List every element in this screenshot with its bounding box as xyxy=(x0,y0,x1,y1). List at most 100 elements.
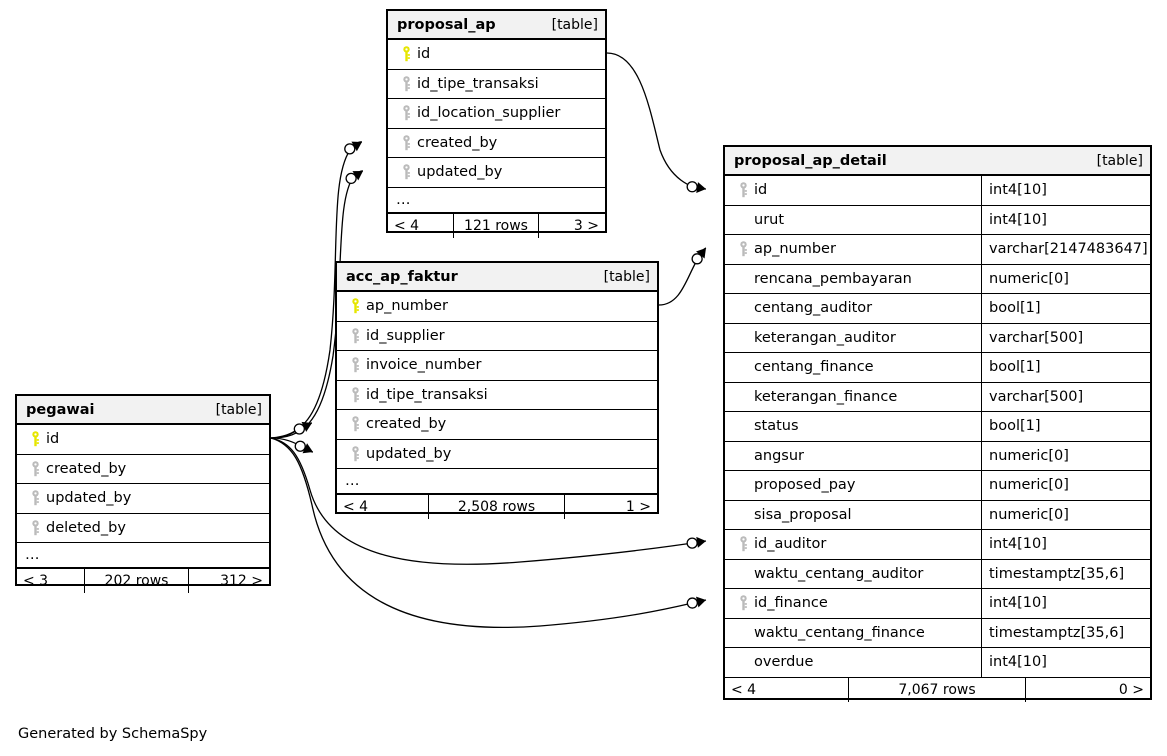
column-name-cell: ap_number xyxy=(337,292,448,321)
column-row[interactable]: updated_by xyxy=(388,158,605,188)
primary-key-icon xyxy=(25,431,45,447)
column-name-cell: rencana_pembayaran xyxy=(725,264,982,293)
column-row[interactable]: waktu_centang_finance timestamptz[35,6] xyxy=(725,618,1150,648)
column-name: id_supplier xyxy=(366,327,445,344)
column-row[interactable]: created_by xyxy=(388,129,605,158)
column-name: centang_auditor xyxy=(754,300,873,317)
column-row[interactable]: updated_by xyxy=(337,440,657,469)
column-name: status xyxy=(754,418,799,435)
column-row[interactable]: id_tipe_transaksi xyxy=(337,381,657,410)
column-type: timestamptz[35,6] xyxy=(989,565,1125,582)
table-kind-label: [table] xyxy=(603,268,650,285)
foreign-key-icon xyxy=(25,460,45,477)
column-row[interactable]: id xyxy=(17,425,269,455)
column-row[interactable]: created_by xyxy=(17,455,269,484)
optional-cardinality-marker xyxy=(344,143,356,155)
foreign-key-icon xyxy=(733,241,753,257)
many-cardinality-marker xyxy=(696,596,706,608)
column-row[interactable]: updated_by xyxy=(17,484,269,514)
column-row[interactable]: centang_auditor bool[1] xyxy=(725,294,1150,324)
column-name-cell: waktu_centang_auditor xyxy=(725,559,982,588)
column-type: numeric[0] xyxy=(989,506,1069,523)
foreign-key-icon xyxy=(396,164,416,180)
table-title: proposal_ap_detail xyxy=(734,152,887,169)
column-row[interactable]: deleted_by xyxy=(17,514,269,543)
children-count[interactable]: 312 > xyxy=(220,573,263,589)
column-name: id_tipe_transaksi xyxy=(366,386,488,403)
more-columns-indicator: … xyxy=(388,188,605,214)
many-cardinality-marker xyxy=(696,182,706,193)
column-row[interactable]: id_location_supplier xyxy=(388,99,605,129)
column-name: rencana_pembayaran xyxy=(754,270,912,287)
column-name: waktu_centang_finance xyxy=(754,624,925,641)
column-row[interactable]: ap_number xyxy=(337,292,657,322)
foreign-key-icon xyxy=(733,595,753,611)
column-row[interactable]: waktu_centang_auditor timestamptz[35,6] xyxy=(725,559,1150,589)
column-row[interactable]: invoice_number xyxy=(337,351,657,381)
foreign-key-icon xyxy=(345,445,365,462)
edge-path xyxy=(270,422,313,439)
table-header-pegawai: pegawai[table] xyxy=(17,396,269,425)
children-count[interactable]: 1 > xyxy=(625,499,651,515)
table-header-acc_ap_faktur: acc_ap_faktur[table] xyxy=(337,263,657,292)
column-name-cell: created_by xyxy=(388,129,497,158)
optional-cardinality-marker xyxy=(686,181,698,193)
column-type: bool[1] xyxy=(989,300,1041,317)
column-name: id xyxy=(417,46,431,63)
column-name: ap_number xyxy=(754,241,836,258)
parents-count[interactable]: < 4 xyxy=(337,495,429,519)
column-row[interactable]: id_supplier xyxy=(337,322,657,351)
row-count: 121 rows xyxy=(454,213,539,238)
column-name: urut xyxy=(754,211,785,228)
column-type: timestamptz[35,6] xyxy=(989,624,1125,641)
parents-count[interactable]: < 4 xyxy=(388,213,454,238)
column-row[interactable]: urut int4[10] xyxy=(725,205,1150,235)
column-name-cell: created_by xyxy=(337,410,446,439)
column-name: updated_by xyxy=(417,164,503,181)
column-type: int4[10] xyxy=(989,211,1047,228)
column-row[interactable]: id_tipe_transaksi xyxy=(388,70,605,99)
column-row[interactable]: id xyxy=(388,40,605,70)
table-acc_ap_faktur[interactable]: acc_ap_faktur[table]ap_number id_supplier… xyxy=(335,261,659,519)
foreign-key-icon xyxy=(396,75,416,92)
column-row[interactable]: rencana_pembayaran numeric[0] xyxy=(725,264,1150,294)
optional-cardinality-marker xyxy=(345,172,357,185)
parents-count[interactable]: < 4 xyxy=(725,677,849,702)
foreign-key-icon xyxy=(396,134,416,151)
table-header-proposal_ap: proposal_ap[table] xyxy=(388,11,605,40)
column-type: numeric[0] xyxy=(989,270,1069,287)
parents-count[interactable]: < 3 xyxy=(17,569,85,593)
foreign-key-icon xyxy=(25,490,45,506)
column-name-cell: id xyxy=(388,40,430,69)
column-row[interactable]: created_by xyxy=(337,410,657,440)
column-name-cell: updated_by xyxy=(17,484,131,513)
column-name-cell: urut xyxy=(725,205,982,234)
column-name: created_by xyxy=(366,416,447,433)
foreign-key-icon xyxy=(733,536,753,552)
primary-key-icon xyxy=(396,46,416,62)
column-name-cell: id xyxy=(725,176,982,205)
edge-path xyxy=(658,247,707,306)
column-name: updated_by xyxy=(366,445,452,462)
children-count[interactable]: 3 > xyxy=(573,217,599,234)
children-count[interactable]: 0 > xyxy=(1118,681,1144,698)
